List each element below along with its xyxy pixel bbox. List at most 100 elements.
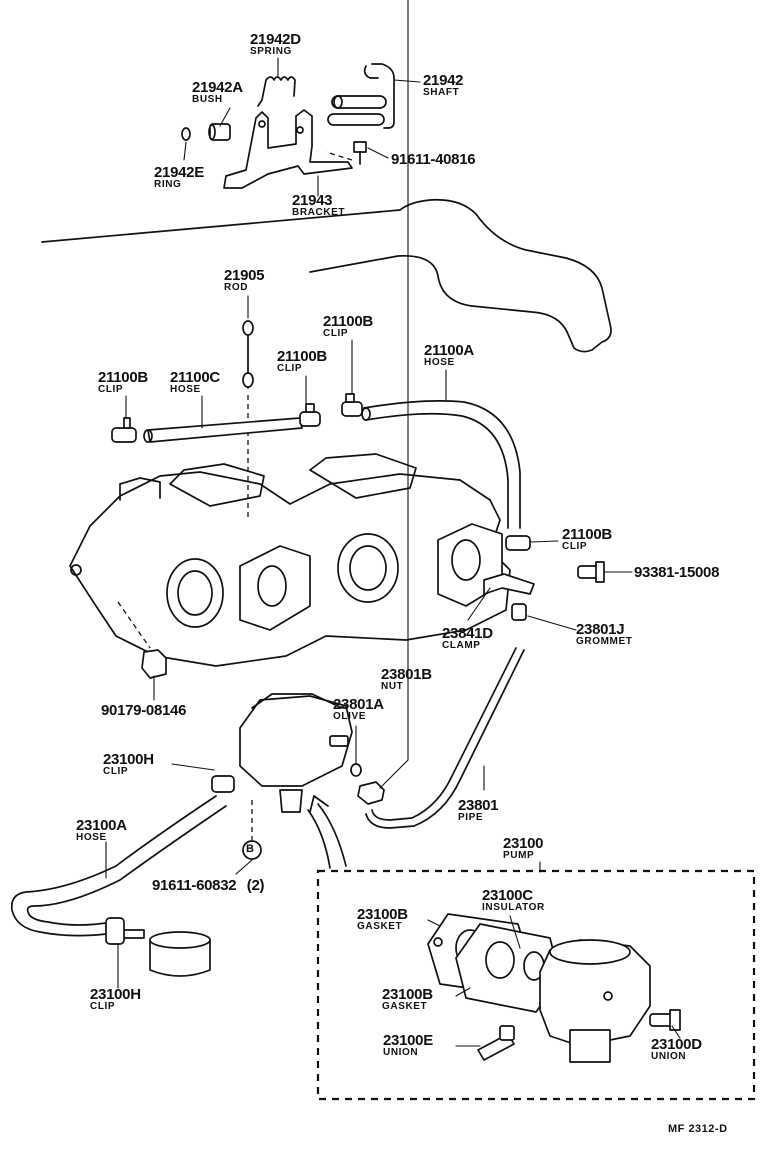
part-label-23801j: 23801J GROMMET — [576, 622, 632, 647]
leader-lines — [105, 0, 681, 1047]
nut-23801b-drawing — [357, 781, 385, 805]
clip-23100h-lower-drawing — [105, 917, 125, 945]
marker-b-drawing — [242, 840, 262, 860]
part-number: 21943 — [292, 192, 333, 209]
part-name: HOSE — [76, 832, 107, 843]
part-number: 23801A — [333, 696, 384, 713]
part-label-21942d: 21942D SPRING — [250, 32, 301, 57]
part-number: 21100B — [323, 313, 373, 330]
part-name: ROD — [224, 282, 249, 293]
part-name: PUMP — [503, 850, 535, 861]
part-name: HOSE — [424, 357, 455, 368]
part-number: 21942D — [250, 31, 301, 48]
fuel-pump-23100-drawing — [539, 939, 651, 1063]
rod-21905-drawing — [242, 320, 254, 520]
part-label-21942a: 21942A BUSH — [192, 80, 243, 105]
olive-23801a-drawing — [350, 763, 362, 777]
part-number: 23100 — [503, 835, 544, 852]
hose-23100a-drawing — [10, 795, 227, 937]
part-name: INSULATOR — [482, 902, 545, 913]
part-label-23100h-upper: 23100H CLIP — [103, 752, 154, 777]
fitting-90179-08146-drawing — [141, 649, 167, 679]
part-label-23841d: 23841D CLAMP — [442, 626, 493, 651]
part-name: GASKET — [357, 921, 403, 932]
part-number: 23100D — [651, 1036, 702, 1053]
part-label-21942e: 21942E RING — [154, 165, 204, 190]
part-name: CLIP — [277, 363, 303, 374]
part-name: CLIP — [562, 541, 588, 552]
part-name: GASKET — [382, 1001, 428, 1012]
bush-21942a-drawing — [208, 123, 231, 141]
part-number: 21942A — [192, 79, 243, 96]
part-label-23100a: 23100A HOSE — [76, 818, 127, 843]
intake-manifold-outline — [41, 198, 612, 353]
part-number: 23801 — [458, 797, 499, 814]
part-label-23801b: 23801B NUT — [381, 667, 432, 692]
pump-detail-box — [316, 869, 756, 1101]
clip-23100h-upper-drawing — [211, 775, 235, 793]
part-label-23801a: 23801A OLIVE — [333, 697, 384, 722]
bolt-91611-40816-drawing — [325, 141, 367, 165]
part-number: 23100B — [357, 906, 408, 923]
marker-b: B — [246, 843, 255, 855]
hose-21100a-drawing — [361, 400, 521, 529]
part-label-21100b-upper: 21100B CLIP — [323, 314, 373, 339]
union-23100d-drawing — [649, 1009, 681, 1031]
reference-code: MF 2312-D — [668, 1124, 728, 1135]
part-number: 90179-08146 — [101, 702, 187, 719]
part-name: BUSH — [192, 94, 223, 105]
part-name: PIPE — [458, 812, 484, 823]
part-label-21100b-right: 21100B CLIP — [562, 527, 612, 552]
reference-code-text: MF 2312-D — [668, 1123, 728, 1135]
part-name: NUT — [381, 681, 404, 692]
clip-21100b-left-drawing — [111, 417, 137, 443]
part-label-21100b-mid: 21100B CLIP — [277, 349, 327, 374]
hose-21100c-drawing — [143, 417, 303, 443]
part-name: OLIVE — [333, 711, 367, 722]
part-number: 23100C — [482, 887, 533, 904]
part-number: 91611-60832 — [152, 877, 237, 894]
part-label-23100c: 23100C INSULATOR — [482, 888, 545, 913]
pump-direction-arrow — [307, 795, 347, 869]
part-number: 21942 — [423, 72, 464, 89]
bolt-93381-15008-drawing — [577, 561, 605, 583]
part-name: UNION — [651, 1051, 687, 1062]
part-number: 23100E — [383, 1032, 433, 1049]
part-name: CLIP — [90, 1001, 116, 1012]
part-label-91611-40816: 91611-40816 — [391, 152, 476, 167]
part-name: GROMMET — [576, 636, 633, 647]
part-number: 23841D — [442, 625, 493, 642]
part-name: UNION — [383, 1047, 419, 1058]
spring-21942d-drawing — [257, 76, 296, 107]
clip-21100b-mid-drawing — [299, 403, 321, 427]
part-number: 23100H — [103, 751, 154, 768]
part-number: 23100H — [90, 986, 141, 1003]
fuel-filter-drawing — [123, 929, 211, 977]
part-name: CLIP — [103, 766, 129, 777]
shaft-21942-drawing — [327, 63, 395, 129]
part-number: 21100B — [277, 348, 327, 365]
part-label-21943: 21943 BRACKET — [292, 193, 345, 218]
part-label-93381-15008: 93381-15008 — [634, 565, 719, 580]
part-label-23100e: 23100E UNION — [383, 1033, 433, 1058]
part-label-21100b-left: 21100B CLIP — [98, 370, 148, 395]
part-label-21905: 21905 ROD — [224, 268, 265, 293]
part-name: SPRING — [250, 46, 292, 57]
grommet-23801j-drawing — [511, 603, 527, 621]
part-name: CLAMP — [442, 640, 481, 651]
part-name: RING — [154, 179, 182, 190]
marker-b-label: B — [246, 844, 254, 855]
union-23100e-drawing — [477, 1025, 515, 1061]
part-label-23100d: 23100D UNION — [651, 1037, 702, 1062]
part-label-91611-60832: 91611-60832 (2) — [152, 878, 264, 894]
part-number: 21100C — [170, 369, 220, 386]
part-label-23100: 23100 PUMP — [503, 835, 544, 861]
part-number: 23100A — [76, 817, 127, 834]
part-number: 23801J — [576, 621, 625, 638]
part-number: 93381-15008 — [634, 564, 720, 581]
part-qty: (2) — [246, 877, 265, 894]
part-label-90179-08146: 90179-08146 — [101, 703, 186, 718]
part-name: CLIP — [323, 328, 349, 339]
part-number: 21100B — [562, 526, 612, 543]
